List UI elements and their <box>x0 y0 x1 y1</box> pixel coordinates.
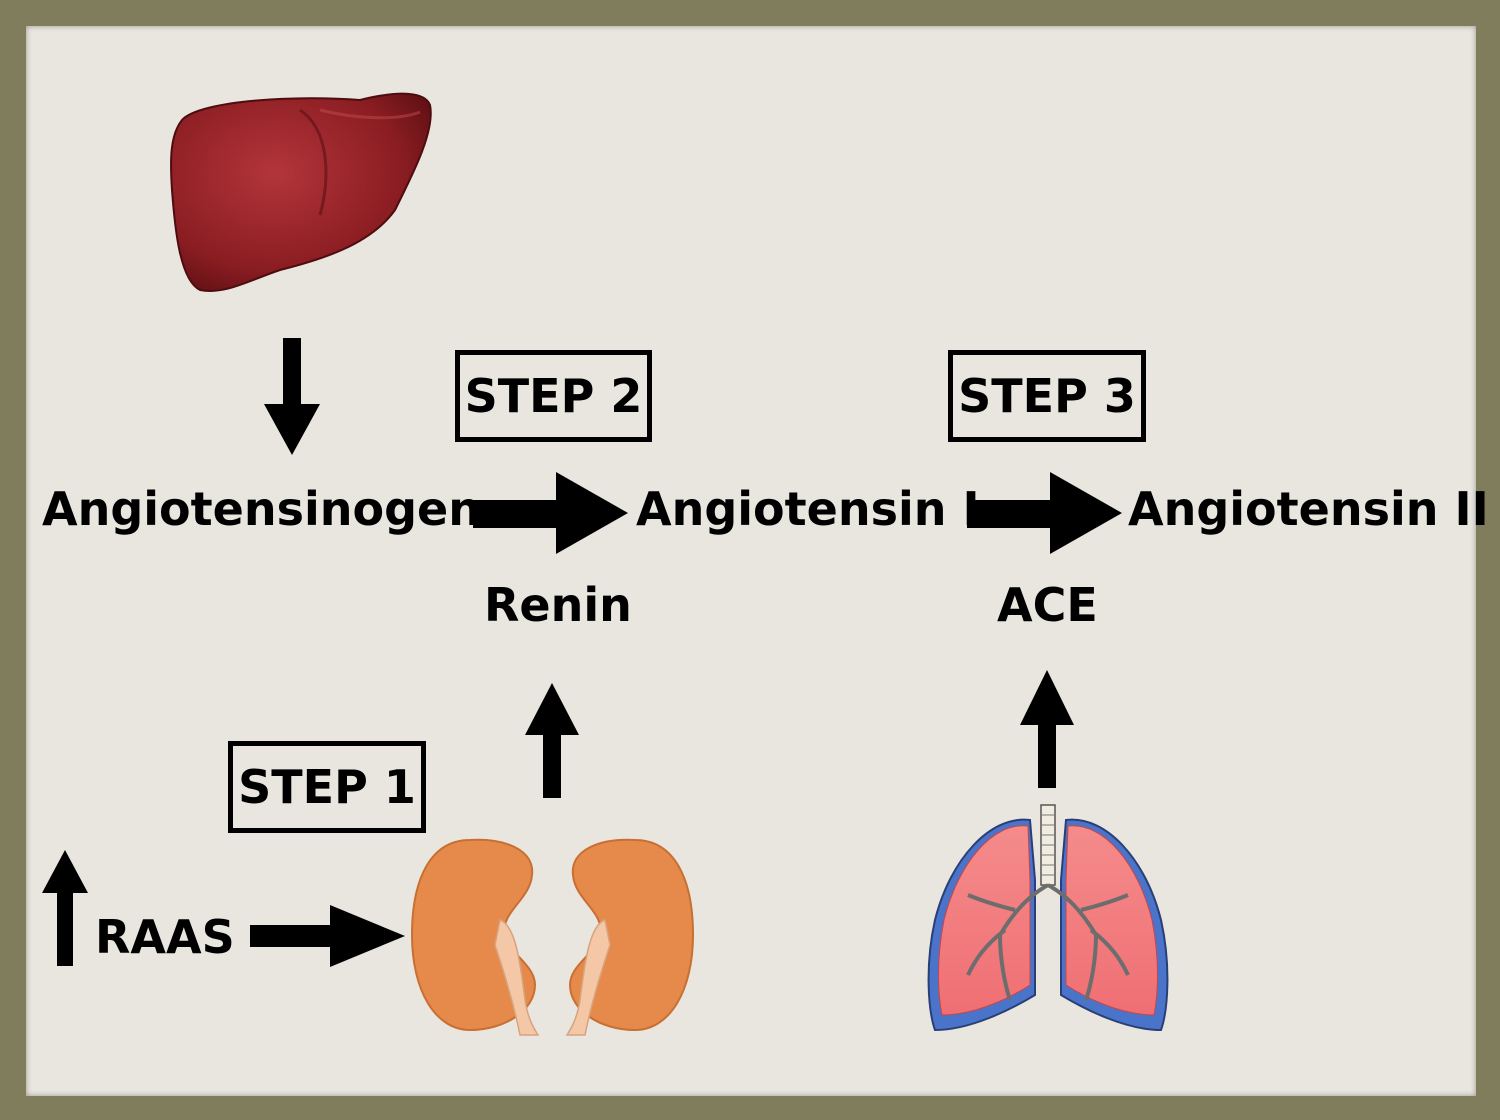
up-arrow-ace-icon <box>1020 670 1074 788</box>
up-arrow-renin-icon <box>525 683 579 798</box>
step2-box: STEP 2 <box>455 350 652 442</box>
angiotensin-i-label: Angiotensin I <box>636 482 980 536</box>
step1-box: STEP 1 <box>228 741 426 833</box>
ace-label: ACE <box>997 578 1098 632</box>
step3-label: STEP 3 <box>958 369 1136 423</box>
lungs-icon <box>927 804 1169 1032</box>
down-arrow-icon <box>264 338 320 455</box>
renin-label: Renin <box>484 578 632 632</box>
liver-icon <box>170 92 432 292</box>
right-arrow-raas-icon <box>250 905 405 967</box>
step1-label: STEP 1 <box>238 760 416 814</box>
kidneys-icon <box>410 838 695 1036</box>
angiotensinogen-label: Angiotensinogen <box>42 482 481 536</box>
step2-label: STEP 2 <box>464 369 643 423</box>
raas-label: RAAS <box>95 910 235 964</box>
right-arrow-step3-icon <box>967 472 1122 554</box>
angiotensin-ii-label: Angiotensin II <box>1128 482 1489 536</box>
up-arrow-raas-icon <box>42 850 88 966</box>
step3-box: STEP 3 <box>948 350 1146 442</box>
right-arrow-step2-icon <box>473 472 628 554</box>
